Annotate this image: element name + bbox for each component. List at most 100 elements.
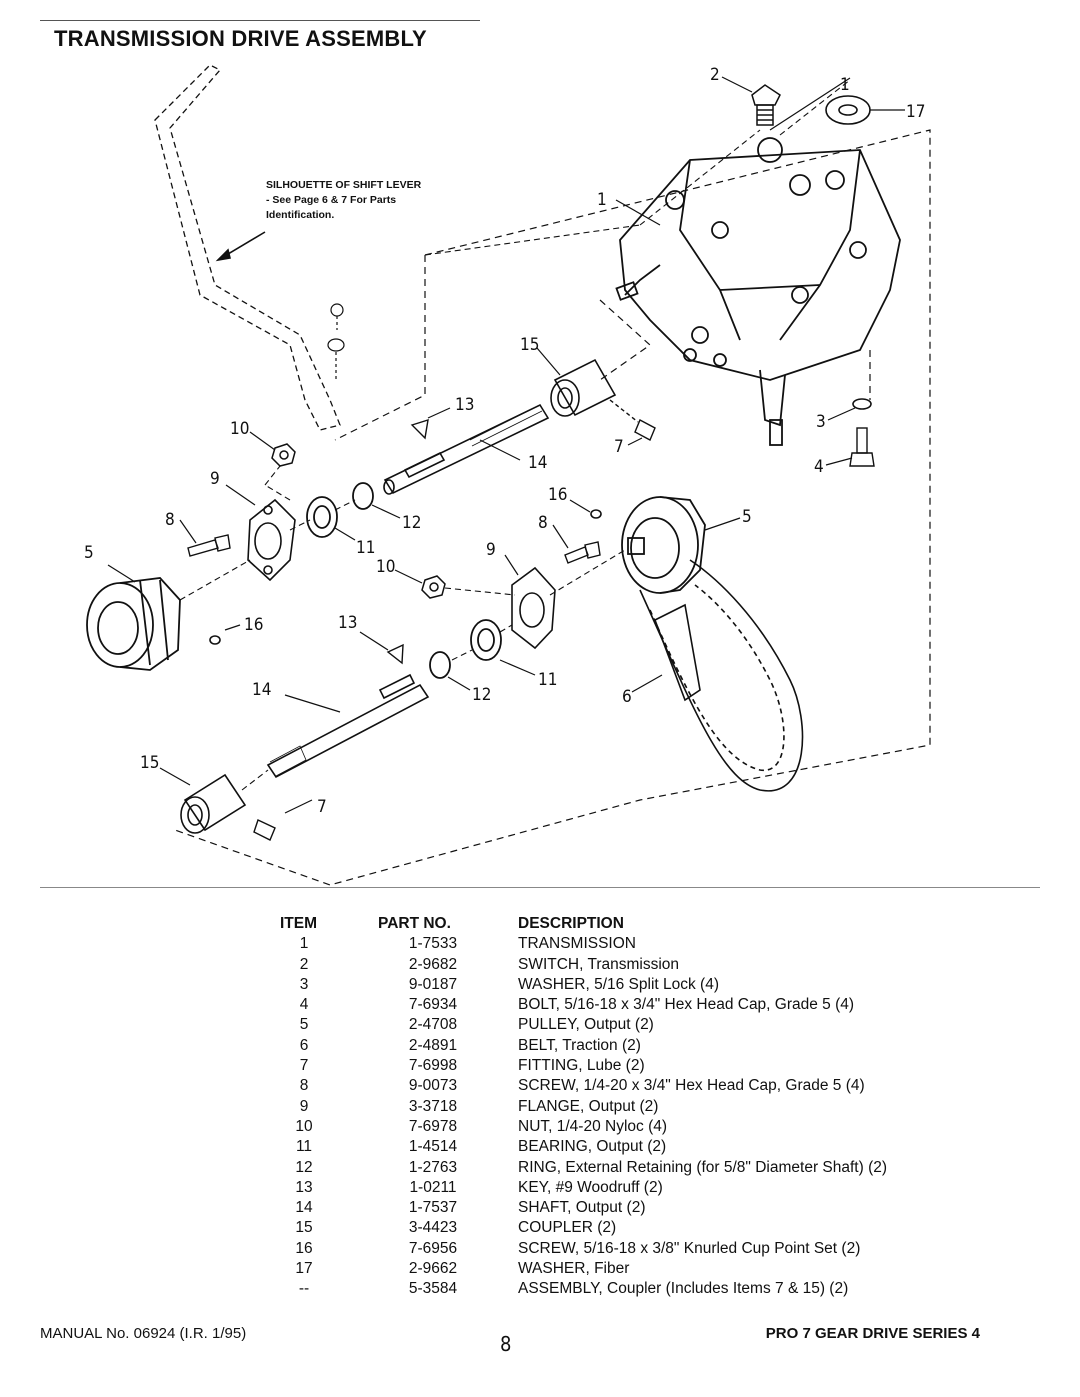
callout-14-lower: 14 — [252, 680, 271, 700]
description-cell: WASHER, 5/16 Split Lock (4) — [518, 975, 719, 993]
cap-screw-icon — [564, 541, 601, 564]
output-flange-icon — [247, 498, 296, 582]
description-cell: COUPLER (2) — [518, 1219, 617, 1237]
callout-4: 4 — [814, 457, 824, 477]
bearing-icon — [470, 619, 502, 661]
shift-lever-silhouette — [154, 64, 341, 431]
part-no-cell: 2-4708 — [408, 1016, 458, 1034]
item-cell: 8 — [299, 1077, 309, 1095]
part-no-cell: 5-3584 — [408, 1280, 458, 1298]
item-cell: 17 — [295, 1260, 313, 1278]
cap-screw-icon — [187, 534, 231, 557]
callout-15-lower: 15 — [140, 753, 159, 773]
woodruff-key-icon — [410, 418, 429, 440]
item-cell: 2 — [299, 955, 309, 973]
description-cell: FITTING, Lube (2) — [518, 1057, 645, 1075]
item-cell: 1 — [299, 935, 309, 953]
callout-14-upper: 14 — [528, 453, 547, 473]
description-cell: RING, External Retaining (for 5/8" Diame… — [518, 1158, 888, 1176]
item-cell: 5 — [299, 1016, 309, 1034]
table-row: 15 3-4423 COUPLER (2) — [260, 1218, 887, 1238]
page-title: TRANSMISSION DRIVE ASSEMBLY — [54, 26, 427, 51]
part-no-cell: 7-6998 — [408, 1057, 458, 1075]
header-description: DESCRIPTION — [518, 915, 624, 932]
description-cell: BEARING, Output (2) — [518, 1138, 667, 1156]
part-no-cell: 2-9662 — [408, 1260, 458, 1278]
parts-list-table: ITEM PART NO. DESCRIPTION 1 1-7533 TRANSMI… — [260, 914, 887, 1300]
parts-table-header: ITEM PART NO. DESCRIPTION — [260, 914, 887, 934]
callout-3: 3 — [816, 412, 826, 432]
callout-12-lower: 12 — [472, 685, 491, 705]
set-screw-icon — [590, 509, 602, 519]
description-cell: ASSEMBLY, Coupler (Includes Items 7 & 15… — [518, 1280, 849, 1298]
part-no-cell: 7-6956 — [408, 1239, 458, 1257]
retaining-ring-icon — [429, 651, 451, 679]
callout-16-left: 16 — [244, 615, 263, 635]
item-cell: 9 — [299, 1097, 309, 1115]
description-cell: SWITCH, Transmission — [518, 955, 680, 973]
item-cell: -- — [298, 1280, 310, 1298]
callout-15-upper: 15 — [520, 335, 539, 355]
lube-fitting-icon — [609, 399, 656, 441]
exploded-view-diagram: 1 1 2 17 3 4 5 5 6 7 7 8 8 9 9 10 10 11 … — [84, 64, 931, 886]
callout-5-right: 5 — [742, 507, 752, 527]
leader-lines — [107, 76, 905, 814]
callout-7-lower: 7 — [317, 797, 327, 817]
item-cell: 11 — [295, 1138, 313, 1156]
woodruff-key-icon — [386, 643, 404, 665]
part-no-cell: 3-4423 — [408, 1219, 458, 1237]
output-pulley-icon — [621, 496, 706, 594]
section-divider — [40, 887, 1040, 888]
series-name: PRO 7 GEAR DRIVE SERIES 4 — [765, 1325, 980, 1342]
hex-bolt-icon — [849, 427, 875, 467]
shift-lever-note: SILHOUETTE OF SHIFT LEVER - See Page 6 &… — [266, 179, 422, 221]
callout-1: 1 — [597, 190, 607, 210]
callout-10-upper: 10 — [230, 419, 249, 439]
callout-12-upper: 12 — [402, 513, 421, 533]
table-row: -- 5-3584 ASSEMBLY, Coupler (Includes Item… — [260, 1279, 887, 1299]
traction-belt-icon — [639, 559, 804, 792]
callout-8-left: 8 — [165, 510, 175, 530]
callout-9-left: 9 — [210, 469, 220, 489]
callout-labels: 1 1 2 17 3 4 5 5 6 7 7 8 8 9 9 10 10 11 … — [84, 65, 925, 817]
item-cell: 6 — [299, 1036, 309, 1054]
description-cell: FLANGE, Output (2) — [518, 1097, 659, 1115]
part-no-cell: 1-7537 — [408, 1199, 458, 1217]
description-cell: SCREW, 5/16-18 x 3/8" Knurled Cup Point … — [518, 1239, 861, 1257]
part-no-cell: 1-0211 — [409, 1178, 457, 1196]
note-arrow — [215, 231, 266, 262]
part-no-cell: 1-7533 — [408, 935, 458, 953]
alignment-lines — [179, 79, 851, 791]
item-cell: 13 — [295, 1178, 313, 1196]
item-cell: 10 — [295, 1117, 313, 1135]
callout-10-lower: 10 — [376, 557, 395, 577]
page-number: 8 — [500, 1332, 512, 1356]
nyloc-nut-icon — [421, 575, 446, 599]
item-cell: 15 — [295, 1219, 313, 1237]
part-no-cell: 1-2763 — [408, 1158, 458, 1176]
nyloc-nut-icon — [271, 443, 296, 467]
callout-7-upper: 7 — [614, 437, 624, 457]
retaining-ring-icon — [352, 482, 374, 510]
lock-washer-icon — [852, 398, 872, 410]
description-cell: TRANSMISSION — [518, 935, 636, 953]
item-cell: 16 — [295, 1239, 313, 1257]
callout-1b: 1 — [840, 75, 850, 95]
table-row: 16 7-6956 SCREW, 5/16-18 x 3/8" Knurled Cu… — [260, 1239, 887, 1259]
bearing-icon — [306, 496, 338, 538]
item-cell: 3 — [299, 975, 309, 993]
coupler-icon — [180, 773, 247, 834]
item-cell: 14 — [295, 1199, 313, 1217]
